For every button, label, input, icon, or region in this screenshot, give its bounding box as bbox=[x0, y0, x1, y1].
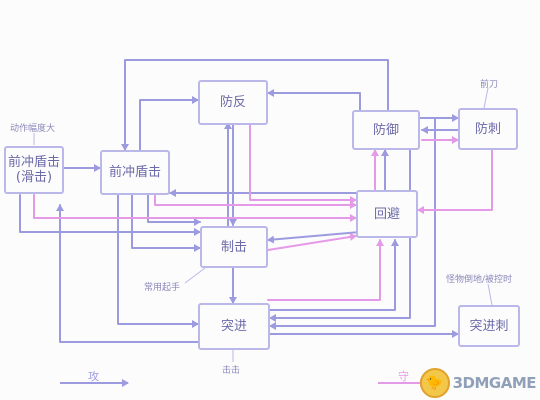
node-tujin: 突进 bbox=[198, 303, 270, 350]
edge-qianchong-fangfan bbox=[139, 96, 199, 151]
edge-pink-slide-huibi bbox=[33, 194, 357, 222]
watermark-text: 3DMGAME bbox=[452, 374, 537, 392]
node-zhiji: 制击 bbox=[200, 226, 268, 268]
node-fangfan: 防反 bbox=[198, 80, 268, 125]
note-jiandao: 前刀 bbox=[480, 80, 499, 90]
node-fangci: 防刺 bbox=[458, 108, 518, 150]
note-line-guaiwu bbox=[487, 283, 493, 306]
edge-pink-zhiji-huibi bbox=[267, 232, 357, 251]
edge-slide-to-zhiji bbox=[19, 194, 201, 236]
note-changyong: 常用起手 bbox=[144, 283, 181, 293]
node-fangyu-label: 防御 bbox=[372, 122, 399, 138]
chick-icon: 🐤 bbox=[419, 368, 450, 398]
note-yaodi: 击击 bbox=[222, 366, 241, 376]
node-fangfan-label: 防反 bbox=[219, 95, 246, 110]
edge-huibi-zhiji bbox=[267, 231, 361, 244]
note-dongzuo: 动作幅度大 bbox=[10, 124, 56, 134]
watermark: 🐤 3DMGAME bbox=[419, 368, 537, 398]
node-tujin-label: 突进 bbox=[220, 319, 247, 334]
node-tujinci-label: 突进刺 bbox=[469, 318, 509, 334]
node-slide-shield-label: 前冲盾击 (滑击) bbox=[7, 155, 60, 185]
node-huibi-label: 回避 bbox=[373, 206, 400, 222]
edge-qianchong-zhiji bbox=[131, 194, 201, 252]
edge-outer-tujin bbox=[269, 117, 436, 330]
edge-tujin-left bbox=[56, 204, 199, 343]
edge-tujin-huibi bbox=[267, 239, 399, 311]
note-line-changyong bbox=[184, 267, 206, 284]
note-line-jiandao bbox=[483, 87, 489, 109]
node-slide-shield: 前冲盾击 (滑击) bbox=[4, 146, 64, 194]
edge-qianchong-tujin bbox=[117, 194, 199, 328]
node-fangyu: 防御 bbox=[352, 110, 420, 150]
node-tujinci: 突进刺 bbox=[458, 305, 520, 347]
edge-pink-qianchong-huibi bbox=[154, 194, 357, 209]
node-qianchong: 前冲盾击 bbox=[100, 150, 170, 195]
edge-pink-fangci-huibi bbox=[417, 149, 493, 214]
node-zhiji-label: 制击 bbox=[220, 239, 247, 255]
node-qianchong-label: 前冲盾击 bbox=[108, 165, 161, 180]
legend-defend-label: 守 bbox=[398, 370, 409, 383]
node-fangci-label: 防刺 bbox=[474, 121, 501, 137]
edge-fangyu-top-loop bbox=[121, 59, 389, 151]
edge-pink-tujin-huibi bbox=[267, 239, 384, 301]
edge-qianchong-zhiji-b bbox=[147, 194, 201, 226]
edge-pink-fangfan-huibi bbox=[249, 124, 357, 204]
edge-fangyu-fangfan bbox=[267, 89, 361, 113]
node-huibi: 回避 bbox=[356, 190, 418, 238]
note-guaiwu: 怪物倒地/被控时 bbox=[446, 275, 513, 285]
legend-attack-label: 攻 bbox=[88, 370, 99, 383]
